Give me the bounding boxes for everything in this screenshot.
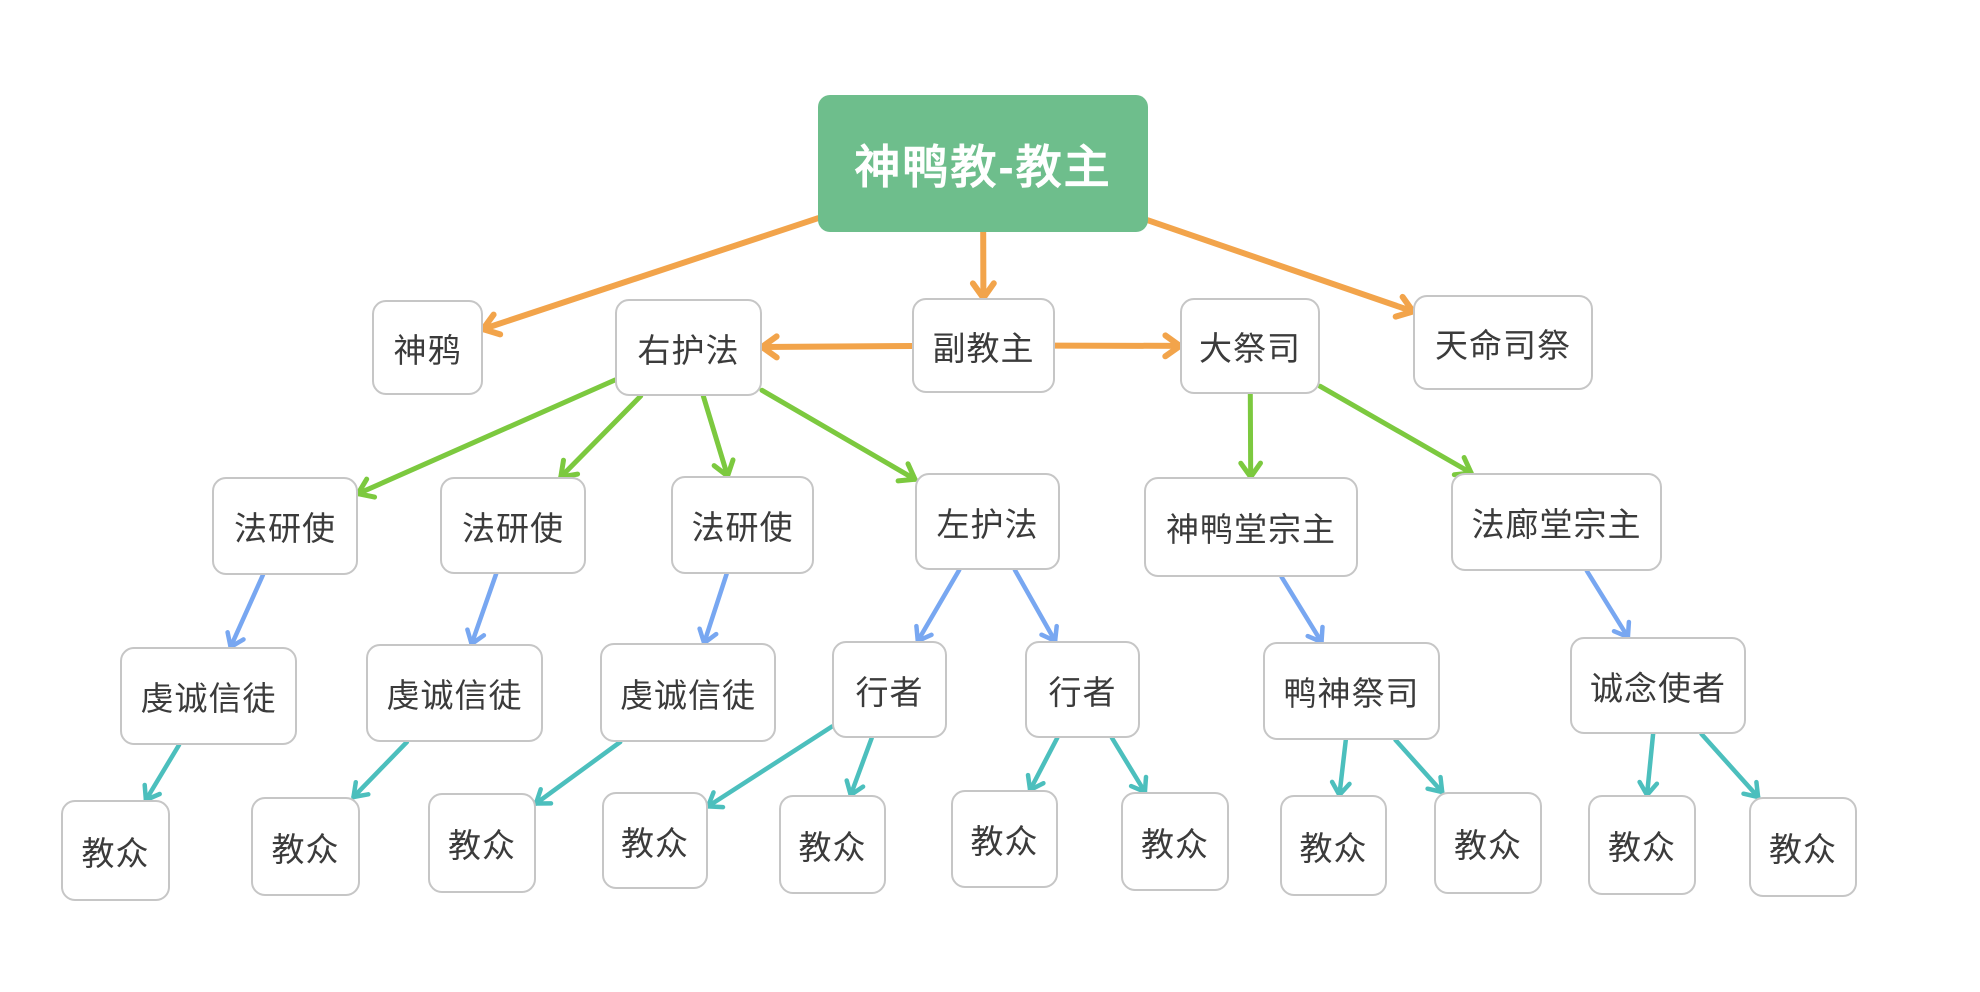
node-youhufa[interactable]: 右护法	[615, 299, 762, 396]
node-label: 神鸭堂宗主	[1166, 511, 1336, 548]
node-label: 教众	[798, 828, 867, 866]
node-tianmingsiji[interactable]: 天命司祭	[1413, 295, 1593, 390]
node-label: 教众	[970, 823, 1039, 860]
node-jiaozhong-11[interactable]: 教众	[1749, 797, 1857, 897]
node-label: 法廊堂宗主	[1471, 506, 1642, 543]
node-label: 神鸦	[393, 331, 462, 369]
node-jiaozhong-1[interactable]: 教众	[61, 800, 170, 901]
node-fayanshi-1[interactable]: 法研使	[212, 477, 358, 575]
node-label: 教众	[271, 830, 340, 868]
node-label: 行者	[855, 673, 924, 711]
node-fayanshi-3[interactable]: 法研使	[671, 476, 814, 574]
node-jiaozhong-8[interactable]: 教众	[1280, 795, 1387, 896]
node-label: 教众	[1608, 829, 1676, 866]
node-shenya[interactable]: 神鸦	[372, 300, 483, 395]
node-label: 左护法	[936, 505, 1039, 543]
node-label: 教众	[448, 827, 516, 864]
node-label: 神鸭教-教主	[854, 140, 1112, 193]
node-xingzhe-1[interactable]: 行者	[832, 641, 947, 738]
node-label: 虔诚信徒	[140, 680, 277, 717]
node-jiaozhong-6[interactable]: 教众	[951, 790, 1058, 888]
node-label: 虔诚信徒	[620, 676, 756, 714]
node-qcxintu-2[interactable]: 虔诚信徒	[366, 644, 543, 742]
node-root[interactable]: 神鸭教-教主	[818, 95, 1148, 232]
node-label: 教众	[621, 824, 689, 862]
node-label: 诚念使者	[1590, 669, 1726, 707]
node-jiaozhong-2[interactable]: 教众	[251, 797, 360, 896]
node-xingzhe-2[interactable]: 行者	[1025, 641, 1140, 738]
node-label: 天命司祭	[1435, 326, 1571, 364]
node-label: 行者	[1048, 673, 1117, 711]
node-label: 右护法	[637, 331, 740, 369]
node-dajisi[interactable]: 大祭司	[1180, 298, 1320, 394]
node-label: 法研使	[691, 509, 794, 546]
node-jiaozhong-3[interactable]: 教众	[428, 793, 536, 893]
node-label: 教众	[81, 834, 150, 872]
node-qcxintu-1[interactable]: 虔诚信徒	[120, 647, 297, 745]
node-label: 教众	[1299, 829, 1368, 867]
node-chengnian[interactable]: 诚念使者	[1570, 637, 1746, 734]
node-shenyatang[interactable]: 神鸭堂宗主	[1144, 477, 1358, 577]
node-label: 鸭神祭司	[1283, 675, 1420, 712]
node-zuohufa[interactable]: 左护法	[915, 473, 1060, 570]
node-label: 法研使	[462, 509, 564, 547]
node-fayanshi-2[interactable]: 法研使	[440, 477, 586, 574]
node-label: 教众	[1769, 831, 1837, 868]
node-jiaozhong-9[interactable]: 教众	[1434, 792, 1542, 894]
node-jiaozhong-7[interactable]: 教众	[1121, 792, 1229, 891]
node-label: 法研使	[234, 510, 336, 547]
node-jiaozhong-10[interactable]: 教众	[1588, 795, 1696, 895]
node-qcxintu-3[interactable]: 虔诚信徒	[600, 643, 776, 742]
node-label: 虔诚信徒	[386, 677, 523, 714]
node-label: 大祭司	[1199, 330, 1301, 367]
node-label: 副教主	[932, 329, 1035, 367]
node-jiaozhong-5[interactable]: 教众	[779, 795, 886, 894]
node-jiaozhong-4[interactable]: 教众	[602, 792, 708, 889]
node-fujiaozhu[interactable]: 副教主	[912, 298, 1055, 393]
node-falangtang[interactable]: 法廊堂宗主	[1451, 473, 1662, 571]
node-label: 教众	[1454, 827, 1522, 864]
node-label: 教众	[1141, 825, 1209, 863]
node-yashenjisi[interactable]: 鸭神祭司	[1263, 642, 1440, 740]
